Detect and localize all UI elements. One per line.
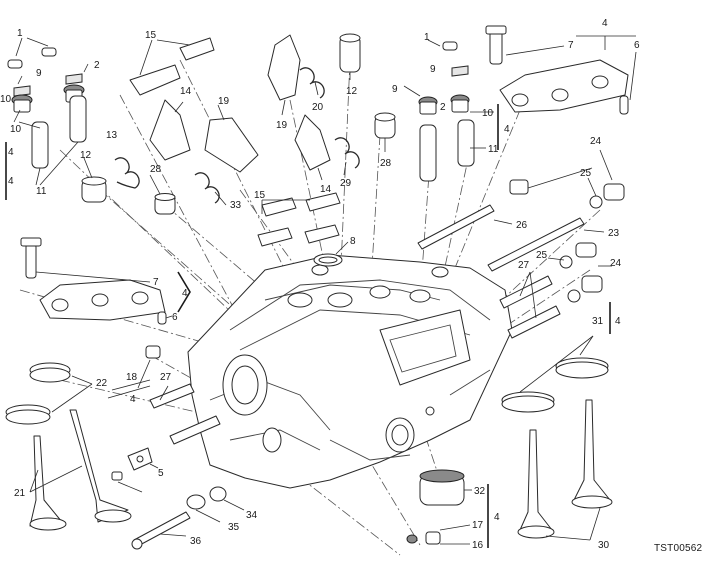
left-valve-stack xyxy=(5,37,89,200)
callout-27-left: 27 xyxy=(160,372,172,383)
callout-2-left: 2 xyxy=(94,60,100,71)
callout-4-right-valves: 4 xyxy=(504,124,510,135)
callout-4-right-seals: 4 xyxy=(615,316,621,327)
callout-7-top: 7 xyxy=(568,40,574,51)
callout-33: 33 xyxy=(230,200,242,211)
callout-25-mid: 25 xyxy=(536,250,548,261)
callout-9-right-top: 9 xyxy=(430,64,436,75)
callout-1-right: 1 xyxy=(424,32,430,43)
callout-20: 20 xyxy=(312,102,324,113)
callout-10-right: 10 xyxy=(482,108,494,119)
left-rocker-group xyxy=(81,37,259,215)
callout-25-top: 25 xyxy=(580,168,592,179)
callout-19-left: 19 xyxy=(218,96,230,107)
callout-24-mid: 24 xyxy=(610,258,622,269)
callout-23: 23 xyxy=(608,228,620,239)
center-rocker-group xyxy=(267,33,396,181)
callout-29: 29 xyxy=(340,178,352,189)
right-valves xyxy=(406,357,613,548)
right-valve-stack xyxy=(403,39,499,182)
callout-2-right: 2 xyxy=(440,102,446,113)
callout-16: 16 xyxy=(472,540,484,551)
callout-32: 32 xyxy=(474,486,486,497)
callout-28-left: 28 xyxy=(150,164,162,175)
callout-4-left-lower: 4 xyxy=(130,394,136,405)
callout-4-bottom-right: 4 xyxy=(494,512,500,523)
left-rocker-support xyxy=(20,237,191,325)
callout-26: 26 xyxy=(516,220,528,231)
callout-36: 36 xyxy=(190,536,202,547)
callout-24-top: 24 xyxy=(590,136,602,147)
callout-6-left: 6 xyxy=(172,312,178,323)
callout-10-left-a: 10 xyxy=(10,124,22,135)
drawing-code: TST00562 xyxy=(654,543,703,554)
callout-11-right: 11 xyxy=(488,144,499,155)
callout-31: 31 xyxy=(592,316,604,327)
callout-4-left-support: 4 xyxy=(182,288,188,299)
callout-10-left-b: 10 xyxy=(0,94,12,105)
callout-4-left-valve-bracket: 4 xyxy=(8,147,14,158)
callout-19-center: 19 xyxy=(276,120,288,131)
callout-28-right: 28 xyxy=(380,158,392,169)
callout-14-left: 14 xyxy=(180,86,192,97)
callout-35: 35 xyxy=(228,522,240,533)
callout-9-right-mid: 9 xyxy=(392,84,398,95)
callout-34: 34 xyxy=(246,510,258,521)
callout-8: 8 xyxy=(350,236,356,247)
callout-18: 18 xyxy=(126,372,138,383)
callout-1-left: 1 xyxy=(17,28,23,39)
cylinder-head xyxy=(187,254,513,489)
callout-17: 17 xyxy=(472,520,484,531)
callout-4-left-top: 4 xyxy=(8,176,14,187)
callout-14-right: 14 xyxy=(320,184,332,195)
callout-12-left: 12 xyxy=(80,150,92,161)
callout-13: 13 xyxy=(106,130,118,141)
center-small-parts xyxy=(257,192,605,272)
right-rocker-support xyxy=(485,25,637,115)
left-valves-lower xyxy=(5,345,245,550)
callout-6-top: 6 xyxy=(634,40,640,51)
callout-5: 5 xyxy=(158,468,164,479)
callout-30: 30 xyxy=(598,540,610,551)
callout-21: 21 xyxy=(14,488,26,499)
callout-15-top: 15 xyxy=(145,30,157,41)
callout-27-right: 27 xyxy=(518,260,530,271)
callout-15-center: 15 xyxy=(254,190,266,201)
callout-9-left: 9 xyxy=(36,68,42,79)
callout-12-right: 12 xyxy=(346,86,358,97)
right-plugs-seals xyxy=(499,149,625,393)
callout-labels: 1 1 2 2 4 4 4 4 4 4 4 4 5 6 6 7 7 8 9 9 … xyxy=(0,18,640,551)
callout-7-left: 7 xyxy=(153,277,159,288)
callout-11-left: 11 xyxy=(36,186,47,197)
callout-22: 22 xyxy=(96,378,108,389)
callout-4-top-right: 4 xyxy=(602,18,608,29)
